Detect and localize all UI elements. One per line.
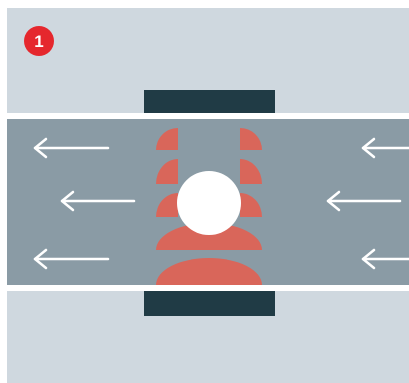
channel-border-top: [7, 113, 409, 119]
field-pattern: [156, 128, 262, 285]
electrode-top: [144, 90, 275, 113]
arrow-left-icon: [326, 190, 402, 212]
field-dome-middle: [156, 223, 262, 250]
arrow-left-icon: [60, 190, 136, 212]
electrode-bottom: [144, 291, 275, 316]
badge-circle: [24, 26, 54, 56]
arrow-left-icon: [33, 137, 110, 159]
field-wedge-left-2: [156, 159, 178, 184]
field-wedge-right-1: [240, 128, 262, 150]
number-badge-icon: 1: [24, 26, 54, 56]
arrow-left-icon: [361, 248, 409, 270]
arrow-left-icon: [361, 137, 409, 159]
badge-number: 1: [34, 32, 43, 51]
field-wedge-right-2: [240, 159, 262, 184]
channel-border-bottom: [7, 285, 409, 291]
field-dome-bottom: [156, 258, 262, 285]
flow-arrows: [33, 137, 409, 270]
field-wedge-left-1: [156, 128, 178, 150]
particle-circle: [177, 171, 241, 235]
arrow-left-icon: [33, 248, 110, 270]
field-wedge-left-3: [156, 193, 178, 217]
field-wedge-right-3: [240, 193, 262, 217]
